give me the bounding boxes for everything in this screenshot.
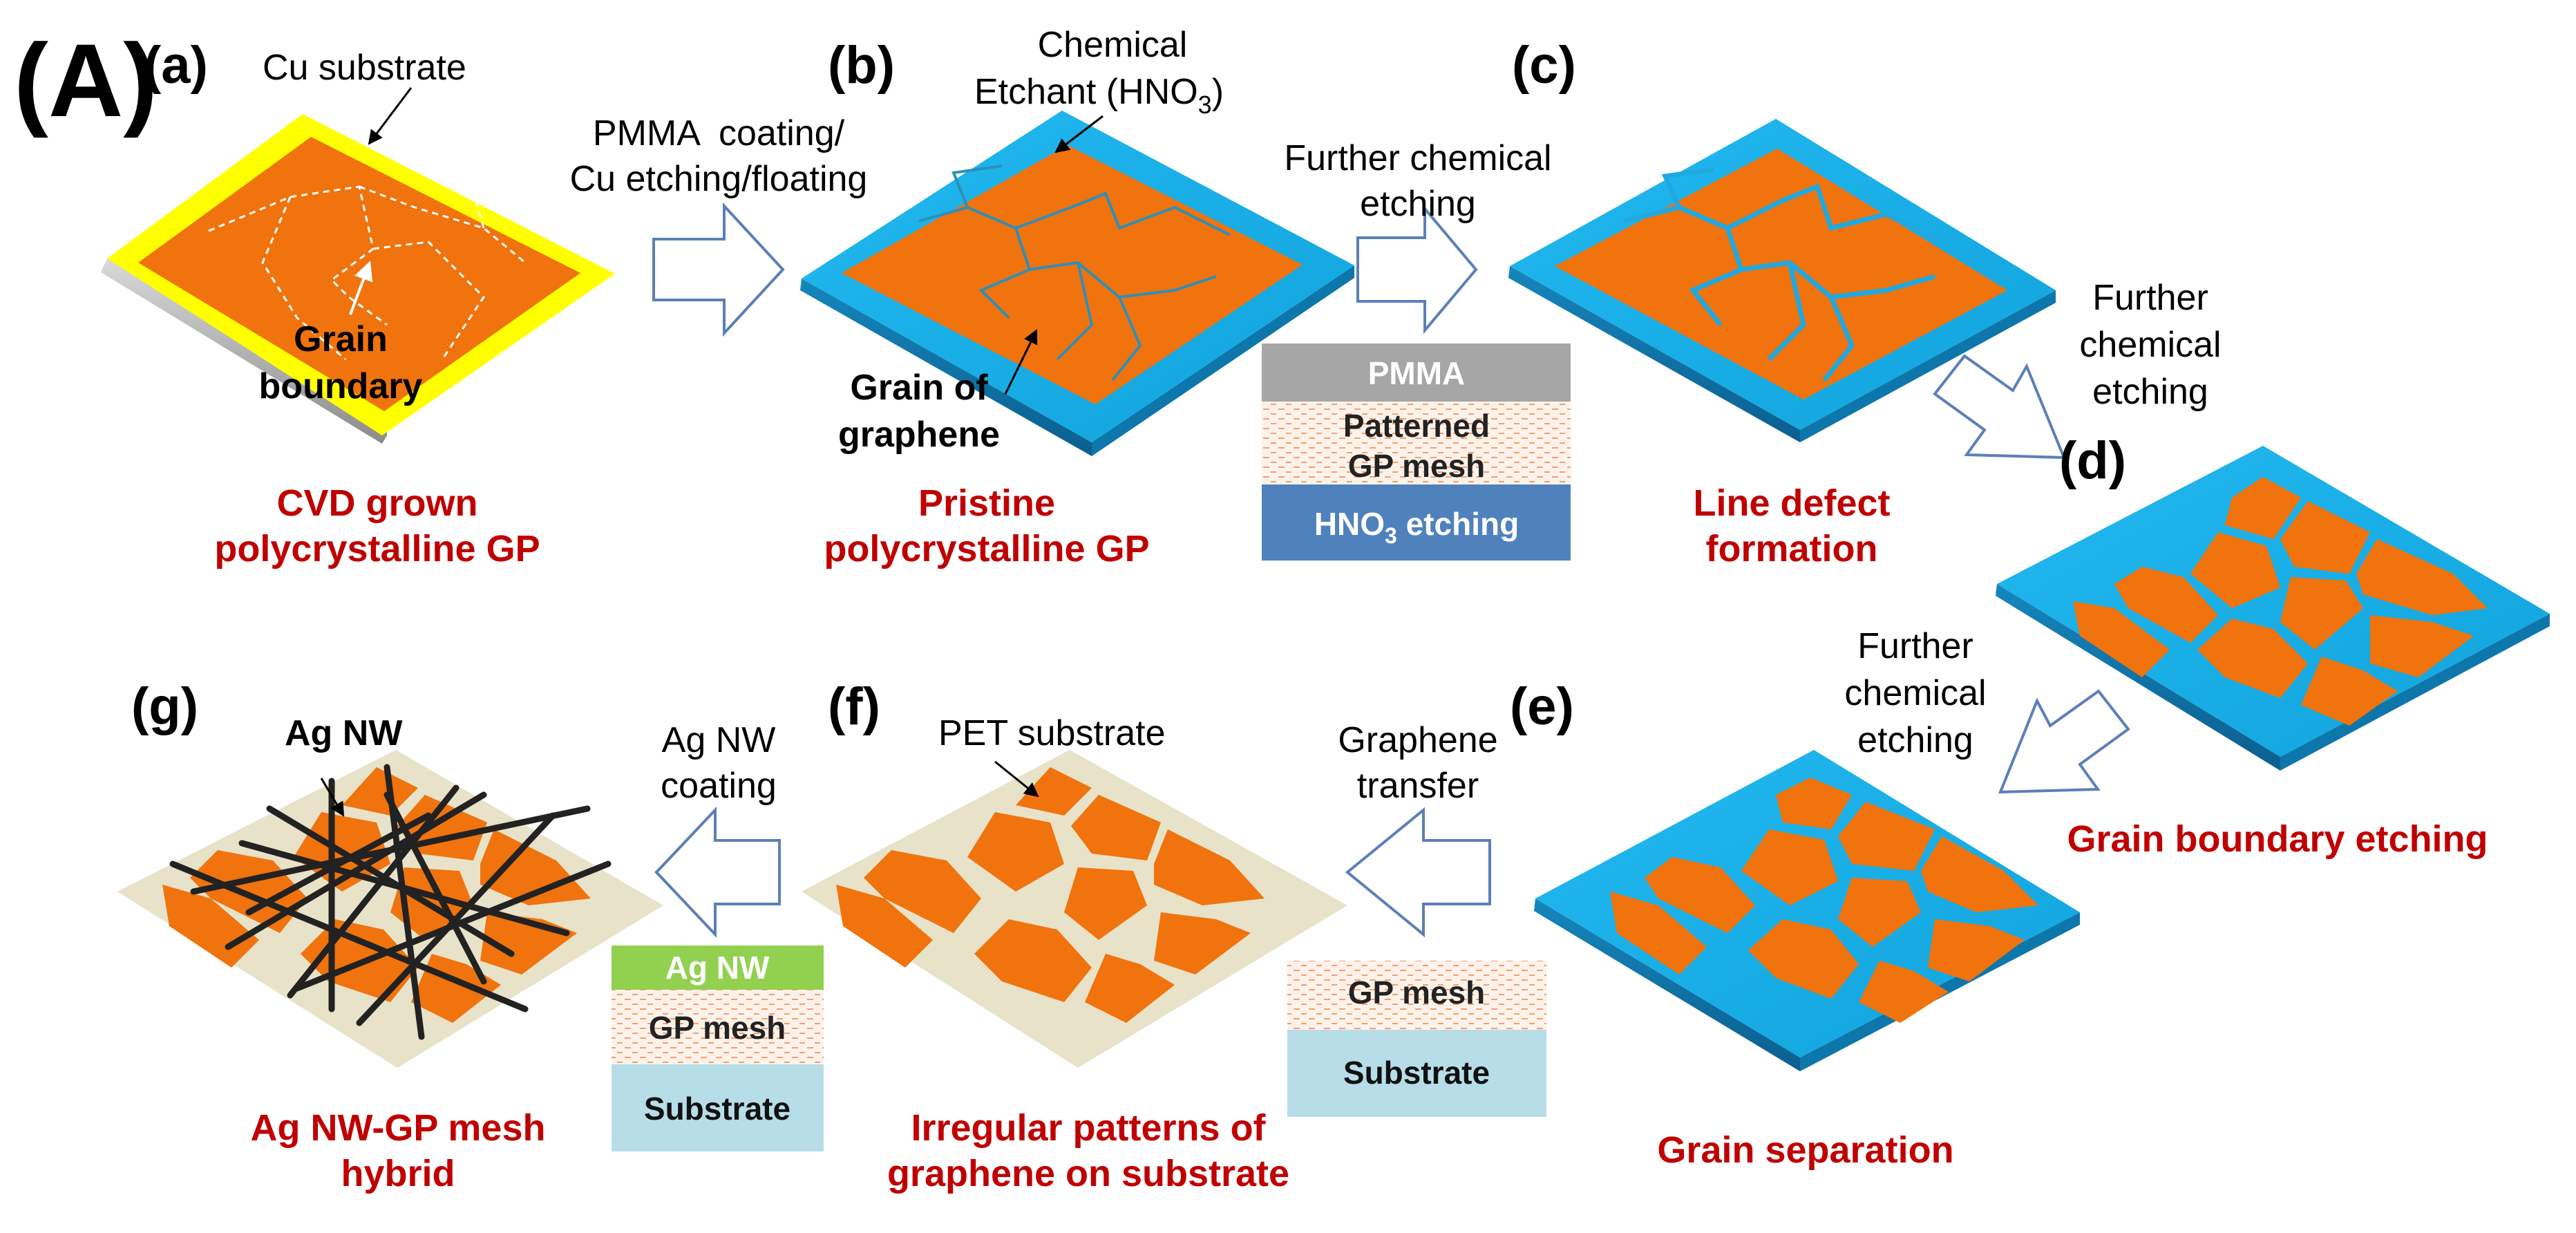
arrow-label-b-to-c-1: Further chemical <box>1284 138 1551 178</box>
panel-letter-e: (e) <box>1510 677 1574 736</box>
tray-side-b <box>800 279 1092 456</box>
stack-fg-gp-mesh-label: GP mesh <box>649 1010 786 1046</box>
panel-letter-g: (g) <box>131 677 198 736</box>
stack-fg-agnw <box>612 945 824 990</box>
stack-bc-pmma <box>1262 343 1571 402</box>
pet-substrate-g <box>117 750 663 1068</box>
caption-a-1: CVD grown <box>277 482 478 524</box>
line-defects-c <box>1623 167 1943 382</box>
stack-bc-gp-mesh <box>1262 402 1571 484</box>
process-arrows <box>652 202 2130 939</box>
arrow-e-to-f <box>1345 807 1491 938</box>
caption-b-1: Pristine <box>918 482 1055 524</box>
figure-label: (A) <box>14 22 158 138</box>
panel-c-diagram <box>1508 119 2056 442</box>
caption-a-2: polycrystalline GP <box>214 528 540 570</box>
stack-bc-pmma-label: PMMA <box>1368 355 1466 391</box>
caption-f-1: Irregular patterns of <box>911 1107 1266 1149</box>
arrow-c-to-d <box>1933 354 2067 460</box>
stack-fg <box>612 945 824 1151</box>
stack-bc <box>1262 343 1571 561</box>
arrow-label-c-to-d-2: chemical <box>2079 325 2221 365</box>
callout-grain-boundary-2: boundary <box>259 366 423 406</box>
stack-ef-substrate <box>1287 1030 1546 1117</box>
arrow-label-a-to-b-2: Cu etching/floating <box>570 159 868 199</box>
panel-letter-a: (a) <box>144 36 208 95</box>
arrow-label-d-to-e-2: chemical <box>1844 673 1986 713</box>
arrow-label-f-to-g-1: Ag NW <box>662 720 776 760</box>
graphene-patterns-f <box>836 767 1265 1023</box>
stack-fg-gp-mesh <box>612 990 824 1064</box>
caption-c-1: Line defect <box>1693 482 1890 524</box>
panel-b-diagram <box>800 111 1354 456</box>
panel-letter-f: (f) <box>828 677 880 736</box>
tray-top-d <box>1997 446 2550 757</box>
caption-f-2: graphene on substrate <box>887 1153 1289 1194</box>
agnw-callout-line <box>320 778 345 817</box>
panel-letter-d: (d) <box>2059 431 2126 490</box>
stack-bc-hno3-label: HNO3 etching <box>1314 506 1519 548</box>
arrow-label-e-to-f-1: Graphene <box>1338 720 1497 760</box>
callout-grain-of-graphene-2: graphene <box>838 415 1000 455</box>
arrow-label-c-to-d-1: Further <box>2092 278 2208 318</box>
caption-c-2: formation <box>1706 528 1878 570</box>
arrow-label-e-to-f-2: transfer <box>1357 766 1479 806</box>
etched-grains-d <box>2073 477 2488 726</box>
panel-d-diagram <box>1996 446 2550 771</box>
separated-grains-e <box>1610 778 2038 1023</box>
arrow-label-d-to-e-1: Further <box>1857 626 1973 666</box>
callout-cu-substrate: Cu substrate <box>263 48 466 88</box>
panel-e-diagram <box>1534 750 2080 1071</box>
stack-ef <box>1287 961 1546 1117</box>
stack-bc-gp-mesh-label-2: GP mesh <box>1348 448 1486 484</box>
arrow-f-to-g <box>654 806 781 939</box>
panel-g-diagram <box>117 750 663 1068</box>
tray-top-e <box>1535 750 2080 1057</box>
pet-callout-line <box>994 760 1039 798</box>
stack-ef-substrate-label: Substrate <box>1343 1055 1490 1091</box>
caption-d: Grain boundary etching <box>2067 818 2488 860</box>
arrow-a-to-b <box>652 202 785 337</box>
stack-bc-hno3 <box>1262 484 1571 561</box>
callout-etchant-2: Etchant (HNO3) <box>974 72 1224 119</box>
grain-boundary-callout-line <box>349 261 373 315</box>
panel-letter-c: (c) <box>1512 36 1576 95</box>
arrow-label-d-to-e-3: etching <box>1857 720 1973 760</box>
panel-f-diagram <box>802 750 1347 1068</box>
arrow-b-to-c <box>1356 205 1478 335</box>
callout-pet-substrate: PET substrate <box>938 713 1166 753</box>
arrow-label-b-to-c-2: etching <box>1360 184 1476 224</box>
grain-boundaries-b <box>918 164 1231 382</box>
arrow-d-to-e <box>1998 689 2130 794</box>
callout-grain-of-graphene-1: Grain of <box>850 368 988 408</box>
stack-ef-gp-mesh-label: GP mesh <box>1348 975 1486 1010</box>
caption-b-2: polycrystalline GP <box>824 528 1149 570</box>
stack-fg-substrate-label: Substrate <box>644 1091 790 1127</box>
tray-side-b2 <box>1092 265 1354 456</box>
caption-g-1: Ag NW-GP mesh <box>251 1107 546 1149</box>
cu-callout-line <box>368 87 413 145</box>
callout-grain-boundary-1: Grain <box>294 319 388 359</box>
arrow-label-c-to-d-3: etching <box>2092 372 2208 412</box>
callout-agnw: Ag NW <box>285 713 403 753</box>
panel-letter-b: (b) <box>828 36 895 95</box>
stack-fg-agnw-label: Ag NW <box>665 950 770 986</box>
etchant-callout-line <box>1054 115 1104 153</box>
silver-nanowires <box>169 764 612 1040</box>
arrow-label-f-to-g-2: coating <box>661 766 777 806</box>
grain-of-graphene-callout-line <box>1004 329 1038 395</box>
stack-bc-gp-mesh-label-1: Patterned <box>1343 408 1490 444</box>
stack-ef-gp-mesh <box>1287 961 1546 1030</box>
caption-g-2: hybrid <box>341 1153 455 1194</box>
arrow-label-a-to-b-1: PMMA coating/ <box>593 113 845 153</box>
stack-fg-substrate <box>612 1064 824 1151</box>
callout-etchant-1: Chemical <box>1038 25 1188 65</box>
graphene-film-b <box>842 145 1303 404</box>
caption-e: Grain separation <box>1657 1129 1953 1171</box>
panel-a-diagram <box>101 87 615 444</box>
